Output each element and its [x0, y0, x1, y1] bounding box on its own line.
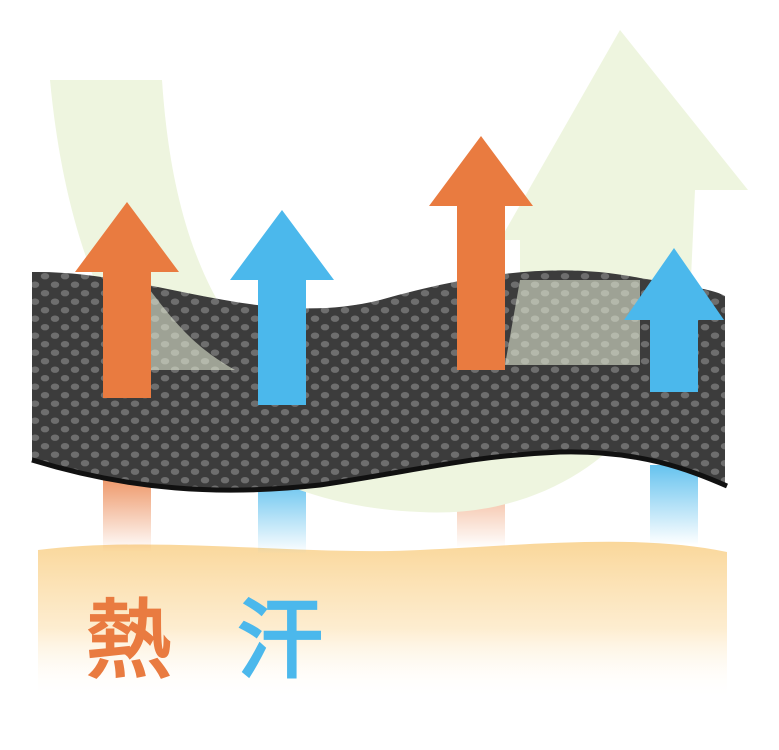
sweat-stem-left: [258, 480, 306, 554]
sweat-arrow-left: [230, 210, 334, 405]
sweat-label: 汗: [237, 591, 323, 691]
fabric-bottom-edge: [31, 449, 728, 493]
heat-label: 熱: [86, 591, 172, 691]
heat-arrow-left: [75, 202, 179, 398]
airflow-overlay: [150, 280, 640, 370]
upward-arrows: [75, 136, 724, 405]
skin-layer: [38, 541, 727, 700]
sweat-arrow-right: [624, 248, 724, 392]
sweat-stem-right: [650, 465, 698, 545]
heat-arrow-right: [429, 136, 533, 370]
